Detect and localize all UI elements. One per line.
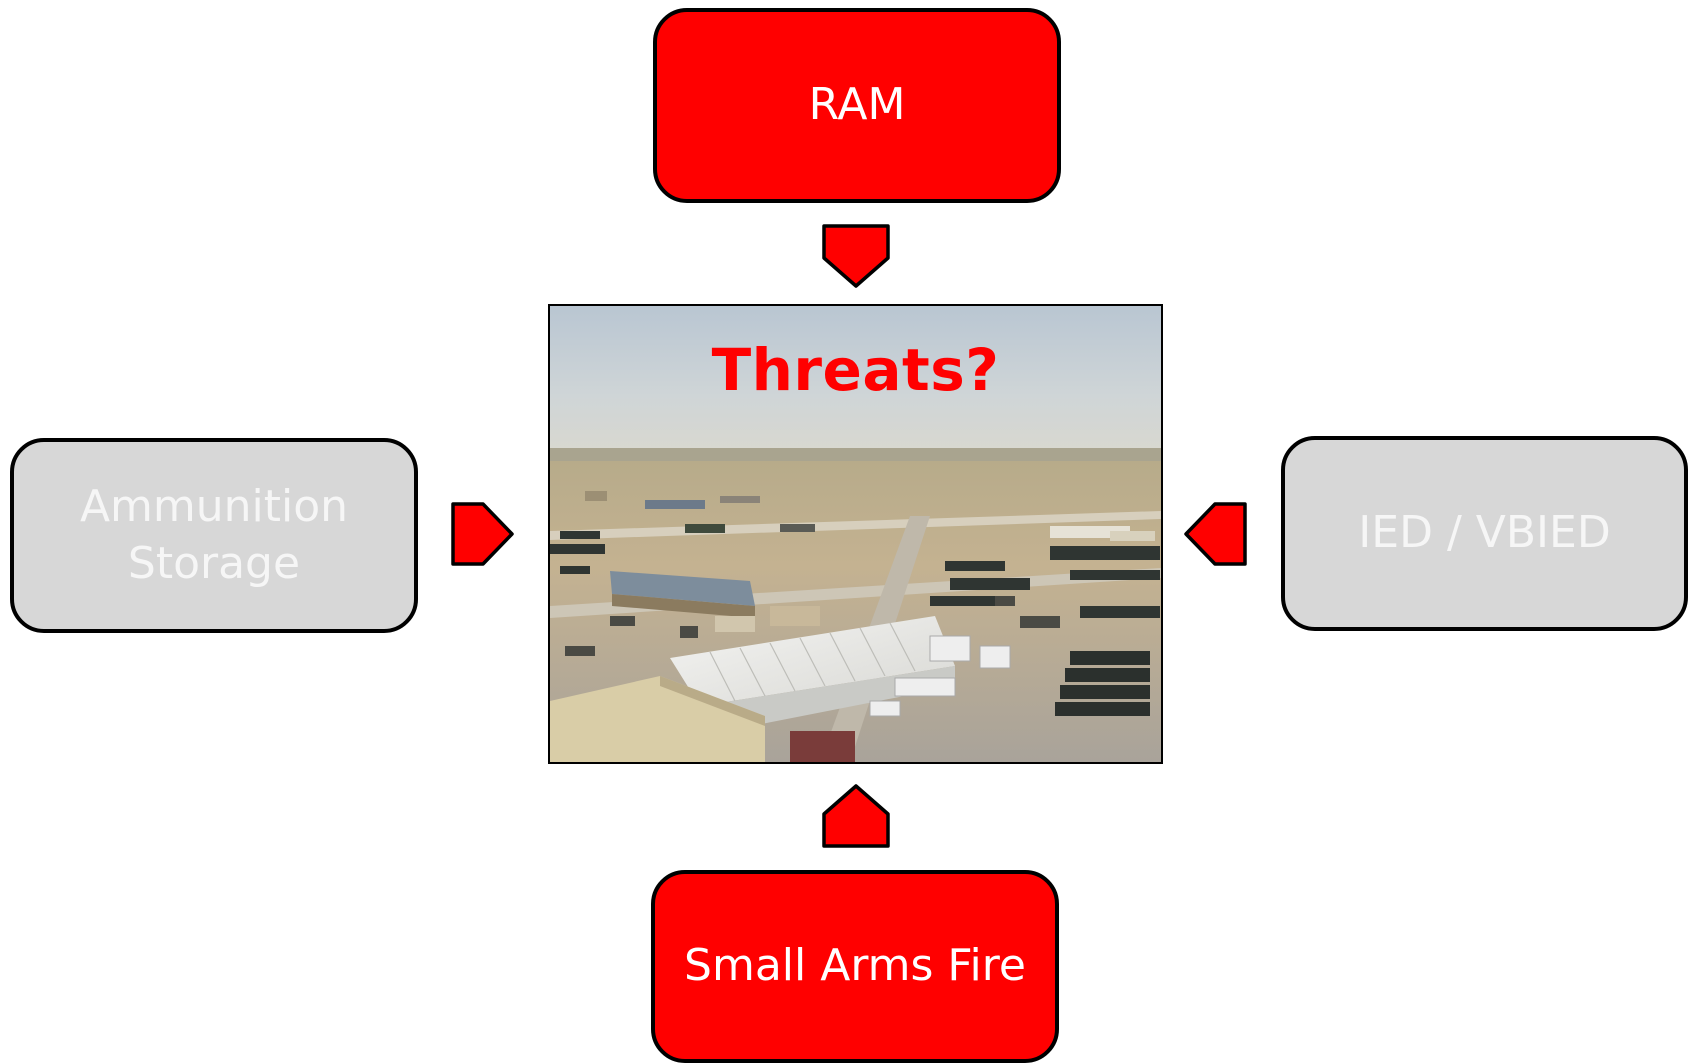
arrow-right-icon [451,502,514,566]
threat-box-small-arms-fire: Small Arms Fire [651,870,1059,1063]
threat-label-line-1: Ammunition [79,481,349,533]
threat-label-ammunition-storage: Ammunition Storage [80,479,348,592]
arrow-left-icon [1184,502,1247,566]
threat-box-ied-vbied: IED / VBIED [1281,436,1688,631]
threat-label-ram: RAM [808,79,906,131]
threat-label-small-arms-fire: Small Arms Fire [684,940,1026,992]
arrow-up-icon [822,784,890,848]
photo-caption: Threats? [711,336,1000,404]
threat-label-ied-vbied: IED / VBIED [1358,507,1611,559]
arrow-down-icon [822,224,890,288]
threat-box-ammunition-storage: Ammunition Storage [10,438,418,633]
center-photo: Threats? [548,304,1163,764]
threat-label-line-2: Storage [127,537,301,589]
threat-box-ram: RAM [653,8,1061,203]
military-base-aerial-image [550,306,1161,762]
